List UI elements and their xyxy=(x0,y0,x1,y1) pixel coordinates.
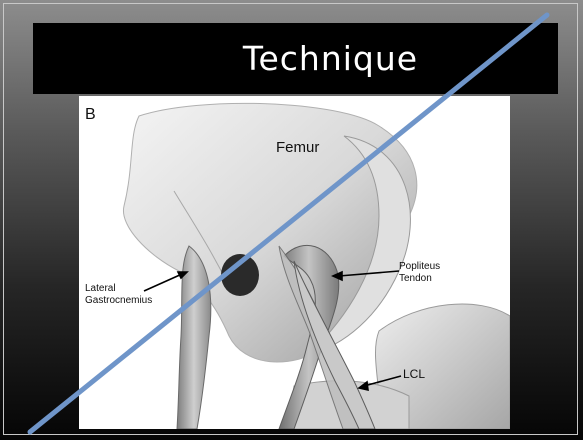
diagonal-line xyxy=(30,15,547,432)
